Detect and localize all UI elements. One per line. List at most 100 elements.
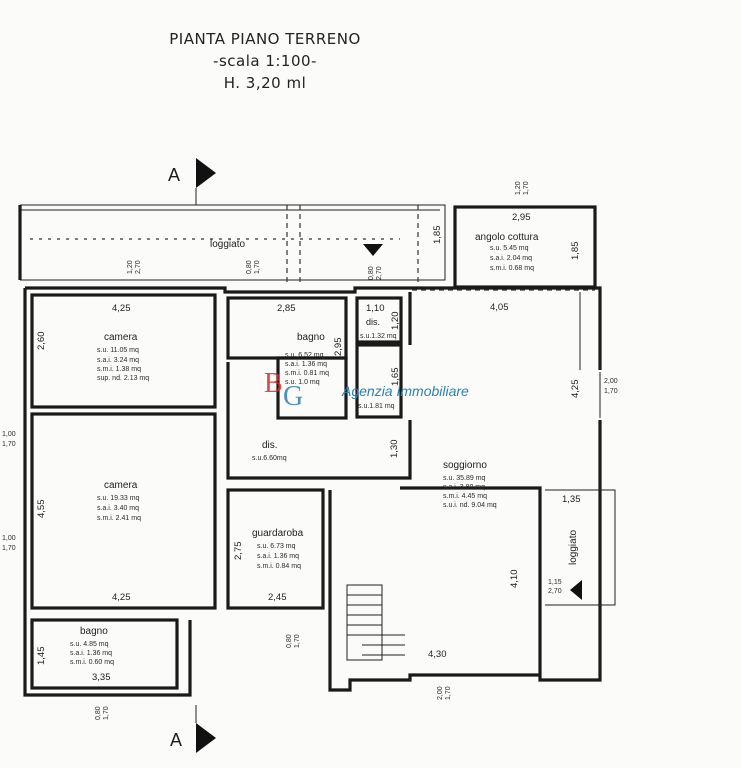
opening-bottom-1-b: 1,70 — [294, 634, 301, 648]
dim-camera1-width: 4,25 — [112, 303, 131, 314]
loggiato-top-label: loggiato — [210, 239, 245, 250]
opening-3-a: 0,80 — [368, 266, 375, 280]
opening-bottom-2-a: 0,80 — [95, 706, 102, 720]
dim-ripost-height: 1,65 — [390, 368, 401, 387]
angolo-cottura-label: angolo cottura — [475, 232, 539, 243]
staircase — [346, 584, 405, 661]
camera2-walls — [30, 412, 217, 610]
camera2-label: camera — [104, 480, 138, 491]
opening-4-b: 1,70 — [523, 181, 530, 195]
bagno2-su: s.u. 4.85 mq — [70, 641, 109, 648]
dim-soggiorno-bottom: 4,30 — [428, 649, 447, 660]
bagno1-annex-walls — [276, 356, 348, 420]
opening-right-1-a: 2,00 — [604, 378, 618, 385]
guardaroba-sai: s.a.i. 1.36 mq — [257, 553, 299, 560]
opening-1-a: 1,20 — [127, 260, 134, 274]
opening-left-2-b: 1,70 — [2, 545, 16, 552]
outer-wall-top-right — [25, 286, 602, 682]
bagno1-sai: s.a.i. 1.36 mq — [285, 361, 327, 368]
camera1-walls — [30, 293, 217, 409]
camera1-su: s.u. 11.05 mq — [97, 347, 139, 354]
bagno1-smi: s.m.i. 0.81 mq — [285, 370, 329, 377]
camera1-extra: sup. nd. 2.13 mq — [97, 375, 149, 382]
opening-bottom-3-a: 2,00 — [437, 686, 444, 700]
opening-1-b: 2,70 — [135, 260, 142, 274]
opening-left-1-a: 1,00 — [2, 431, 16, 438]
camera2-sai: s.a.i. 3.40 mq — [97, 505, 139, 512]
ripostiglio-su: s.u.1.81 mq — [358, 403, 395, 410]
opening-right-1-b: 1,70 — [604, 388, 618, 395]
dim-kitchen-width: 2,95 — [512, 212, 531, 223]
entrance-arrow-icon — [363, 244, 383, 256]
bagno2-sai: s.a.i. 1.36 mq — [70, 650, 112, 657]
dis-small-label: dis. — [366, 317, 380, 327]
camera2-smi: s.m.i. 2.41 mq — [97, 515, 141, 522]
soggiorno-sai: s.a.i. 3.80 mq — [443, 484, 485, 491]
opening-2-a: 0,80 — [246, 260, 253, 274]
opening-3-b: 2,70 — [376, 266, 383, 280]
dim-bagno-width: 2,85 — [277, 303, 296, 314]
guardaroba-label: guardaroba — [252, 528, 304, 539]
dim-dis-small-height: 1,20 — [390, 312, 401, 331]
soggiorno-label: soggiorno — [443, 460, 487, 471]
dim-soggiorno-height: 4,25 — [570, 380, 581, 399]
plan-title: PIANTA PIANO TERRENO — [169, 30, 361, 48]
logo-letter-b: B — [264, 368, 283, 399]
section-arrow-top-icon — [196, 158, 216, 188]
opening-right-2-a: 1,15 — [548, 579, 562, 586]
angolo-smi: s.m.i. 0.68 mq — [490, 265, 534, 272]
camera1-sai: s.a.i. 3.24 mq — [97, 357, 139, 364]
logo-letter-g: G — [283, 381, 303, 412]
dis-small-walls — [355, 296, 403, 344]
opening-bottom-2-b: 1,70 — [103, 706, 110, 720]
outer-wall-left — [23, 288, 192, 697]
dis-label: dis. — [262, 440, 278, 451]
soggiorno-su: s.u. 35.89 mq — [443, 475, 486, 482]
camera1-label: camera — [104, 332, 138, 343]
opening-bottom-1-a: 0,80 — [286, 634, 293, 648]
dim-guardaroba-width: 2,45 — [268, 592, 287, 603]
soggiorno-extra: s.u.i. nd. 9.04 mq — [443, 502, 497, 509]
dim-camera2-height: 4,55 — [36, 500, 47, 519]
soggiorno-smi: s.m.i. 4.45 mq — [443, 493, 487, 500]
dim-loggiato-depth: 1,85 — [432, 226, 443, 245]
bagno2-smi: s.m.i. 0.60 mq — [70, 659, 114, 666]
angolo-su: s.u. 5.45 mq — [490, 245, 529, 252]
plan-height: H. 3,20 ml — [223, 74, 307, 92]
opening-left-1-b: 1,70 — [2, 441, 16, 448]
opening-left-2-a: 1,00 — [2, 535, 16, 542]
dim-bagno-height: 2,95 — [333, 338, 344, 357]
loggiato-right-label: loggiato — [568, 530, 579, 565]
dis-small-su: s.u.1.32 mq — [360, 333, 397, 340]
agency-logo: B G — [264, 368, 303, 412]
dim-camera1-height: 2,60 — [36, 332, 47, 351]
dim-bagno2-height: 1,45 — [36, 647, 47, 666]
window-gap-right — [580, 370, 605, 420]
camera1-smi: s.m.i. 1.38 mq — [97, 366, 141, 373]
dim-loggiato-right-width: 1,35 — [562, 494, 581, 505]
opening-4-a: 1,20 — [515, 181, 522, 195]
loggiato-right-arrow-icon — [570, 580, 582, 600]
outer-wall-bottom — [328, 490, 540, 692]
dim-kitchen-depth: 1,85 — [570, 242, 581, 261]
section-marker-top: A — [168, 165, 180, 185]
opening-2-b: 1,70 — [254, 260, 261, 274]
camera2-su: s.u. 19.33 mq — [97, 495, 140, 502]
bagno1-label: bagno — [297, 332, 325, 343]
bagno1-extra: s.u. 1.0 mq — [285, 379, 320, 386]
guardaroba-smi: s.m.i. 0.84 mq — [257, 563, 301, 570]
guardaroba-su: s.u. 6.73 mq — [257, 543, 296, 550]
dim-camera2-width: 4,25 — [112, 592, 131, 603]
dis-su: s.u.6.60mq — [252, 455, 287, 462]
dim-dis-width: 1,10 — [366, 303, 385, 314]
dim-guardaroba-height: 2,75 — [233, 542, 244, 561]
bagno2-label: bagno — [80, 626, 108, 637]
loggiato-right-outline — [545, 489, 616, 606]
guardaroba-walls — [226, 488, 325, 610]
dis-walls — [226, 362, 412, 480]
watermark-text: Agenzia Immobiliare — [341, 383, 469, 399]
bagno1-su: s.u. 6.52 mq — [285, 352, 324, 359]
section-marker-bottom: A — [170, 730, 182, 750]
ripostiglio-walls — [355, 343, 403, 419]
